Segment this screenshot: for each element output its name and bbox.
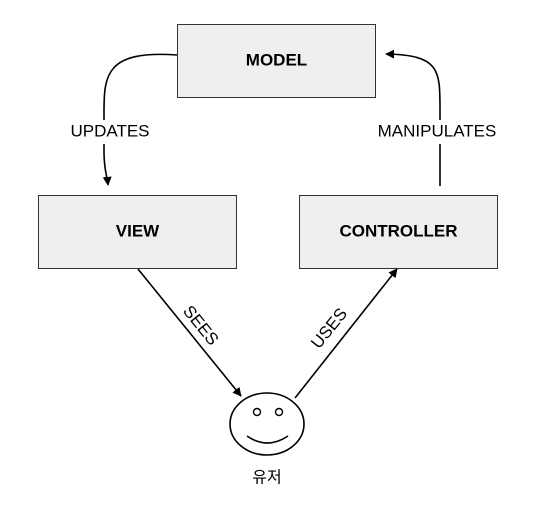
user-label: 유저 xyxy=(252,468,281,487)
uses-label: USES xyxy=(307,304,351,352)
controller-node: CONTROLLER xyxy=(299,195,498,269)
view-box xyxy=(38,195,237,269)
updates-label: UPDATES xyxy=(70,121,149,140)
view-node: VIEW xyxy=(38,195,237,269)
sees-edge: SEES xyxy=(137,268,242,397)
user-node: 유저 xyxy=(229,392,305,487)
smile-mouth-icon xyxy=(246,435,289,444)
model-box xyxy=(177,24,376,98)
controller-box xyxy=(299,195,498,269)
sees-arrow xyxy=(137,268,242,397)
smiley-face-icon xyxy=(229,392,305,456)
controller-label: CONTROLLER xyxy=(339,221,457,240)
updates-label-bg xyxy=(62,120,158,144)
right-eye-icon xyxy=(274,407,284,417)
sees-label: SEES xyxy=(179,302,222,349)
updates-arrow xyxy=(102,53,178,186)
manipulates-edge: MANIPULATES xyxy=(368,49,506,186)
model-node: MODEL xyxy=(177,24,376,98)
left-eye-icon xyxy=(252,407,262,417)
manipulates-label-bg xyxy=(368,120,506,144)
view-label: VIEW xyxy=(116,221,160,240)
manipulates-arrow xyxy=(385,49,441,186)
manipulates-label: MANIPULATES xyxy=(378,121,497,140)
uses-edge: USES xyxy=(294,268,398,399)
model-label: MODEL xyxy=(246,50,307,69)
updates-edge: UPDATES xyxy=(62,53,178,186)
uses-arrow xyxy=(294,268,398,399)
